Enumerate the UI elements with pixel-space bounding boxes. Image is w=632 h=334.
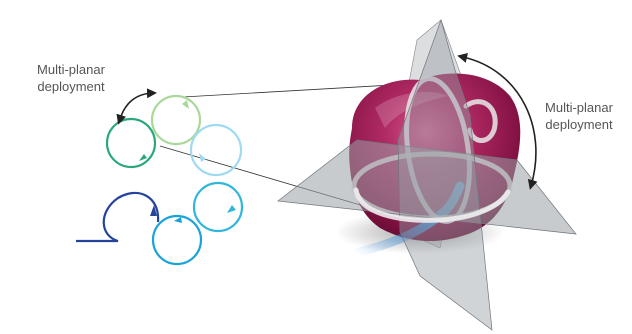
right-annotation-label: Multi-planar deployment bbox=[518, 99, 632, 133]
coil-loop-blue bbox=[153, 216, 201, 264]
coil-arrow-green-light bbox=[182, 100, 189, 109]
left-deployment-arrow-icon bbox=[120, 93, 153, 119]
left-annotation-line2: deployment bbox=[8, 78, 134, 95]
coil-loops-group bbox=[76, 96, 242, 264]
left-annotation-label: Multi-planar deployment bbox=[8, 61, 134, 95]
left-annotation-line1: Multi-planar bbox=[8, 61, 134, 78]
coil-loop-cyan-light bbox=[191, 125, 241, 175]
right-annotation-line1: Multi-planar bbox=[518, 99, 632, 116]
coil-loop-cyan bbox=[194, 183, 242, 231]
coil-arrow-cyan bbox=[227, 205, 236, 213]
coil-loop-navy bbox=[76, 193, 158, 241]
coil-arrow-blue bbox=[174, 217, 182, 223]
coil-arrow-cyan-light bbox=[199, 153, 206, 162]
coil-arrow-green-dark bbox=[139, 154, 147, 161]
right-annotation-line2: deployment bbox=[518, 116, 632, 133]
coil-loop-green-light bbox=[152, 96, 200, 144]
coil-loop-green-dark bbox=[107, 119, 155, 167]
